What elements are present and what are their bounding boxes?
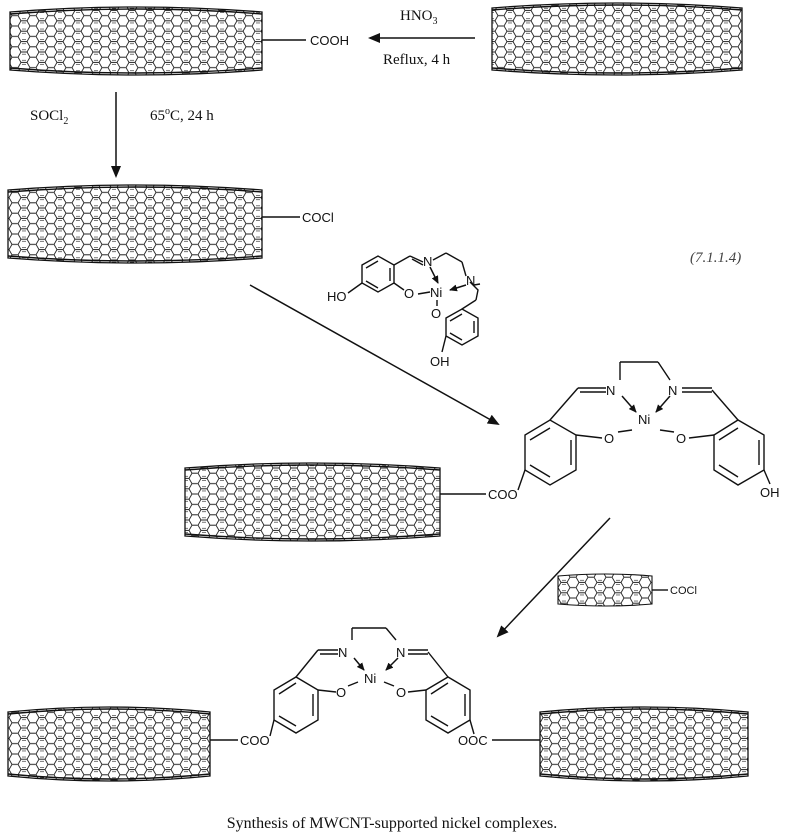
bridged-o2: O xyxy=(396,685,406,700)
reagent-o2: O xyxy=(431,306,441,321)
nanotube-acid-chloride xyxy=(7,184,300,264)
equation-number: (7.1.1.4) xyxy=(690,250,741,266)
mono-n1: N xyxy=(606,383,615,398)
mono-o2: O xyxy=(676,431,686,446)
nickel-complex-reagent xyxy=(347,252,481,353)
chlorination-reagent: SOCl2 xyxy=(30,108,68,127)
nanotube-carboxylated xyxy=(9,6,306,76)
mono-o1: O xyxy=(604,431,614,446)
nickel-complex-mono xyxy=(517,361,771,491)
nanotube-product-left xyxy=(7,706,238,782)
bridged-n2: N xyxy=(396,645,405,660)
bridged-o1: O xyxy=(336,685,346,700)
mono-ni: Ni xyxy=(638,412,650,427)
reagent-o1: O xyxy=(404,286,414,301)
ester-mono: COO xyxy=(488,487,518,502)
ester-product-right: OOC xyxy=(458,733,488,748)
nanotube-mono-supported xyxy=(184,462,486,542)
ester-product-left: COO xyxy=(240,733,270,748)
reagent-n2: N xyxy=(466,273,475,288)
oxidation-reagent: HNO3 xyxy=(400,8,438,27)
chlorination-conditions: 65oC, 24 h xyxy=(150,106,214,124)
cooh-group: COOH xyxy=(310,33,349,48)
reagent-n1: N xyxy=(423,254,432,269)
reagent-oh: OH xyxy=(430,354,450,369)
mono-oh: OH xyxy=(760,485,780,500)
nanotube-pristine xyxy=(491,2,743,76)
nanotube-product-right xyxy=(492,706,749,782)
small-cocl-group: COCl xyxy=(670,585,697,597)
nanotube-acid-chloride-small xyxy=(557,573,668,607)
coupling-arrow-1 xyxy=(249,284,500,425)
bridged-ni: Ni xyxy=(364,671,376,686)
cocl-group: COCl xyxy=(302,210,334,225)
bridged-n1: N xyxy=(338,645,347,660)
oxidation-conditions: Reflux, 4 h xyxy=(383,52,451,68)
figure-caption: Synthesis of MWCNT-supported nickel comp… xyxy=(227,815,557,832)
reagent-ho: HO xyxy=(327,289,347,304)
nickel-complex-bridged xyxy=(269,627,475,737)
coupling-arrow-2 xyxy=(496,517,611,638)
reagent-ni: Ni xyxy=(430,285,442,300)
mono-n2: N xyxy=(668,383,677,398)
